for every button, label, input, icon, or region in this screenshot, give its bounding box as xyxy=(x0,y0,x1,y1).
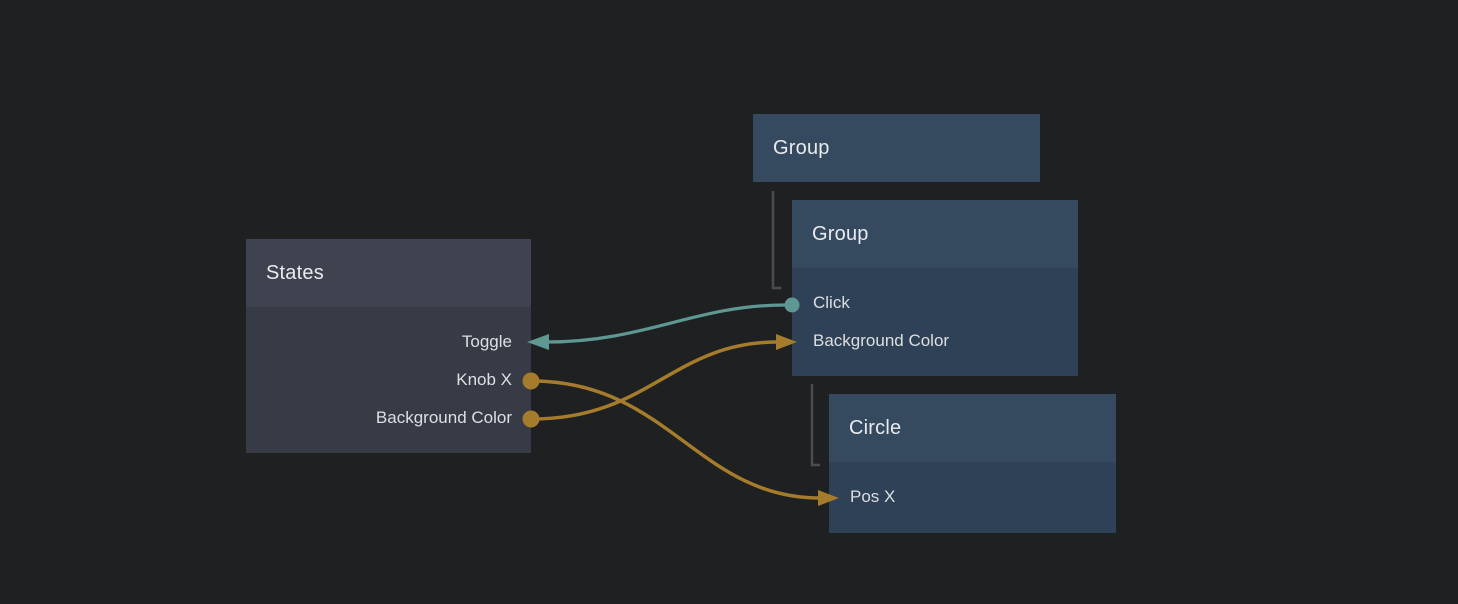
node-states[interactable]: States Toggle Knob X Background Color xyxy=(246,239,531,453)
port-states-knob-x[interactable]: Knob X xyxy=(456,370,512,389)
port-states-toggle[interactable]: Toggle xyxy=(461,332,512,351)
node-group-inner-header[interactable]: Group xyxy=(792,200,1078,268)
wire-click-to-toggle[interactable] xyxy=(546,303,786,344)
port-circle-pos-x[interactable]: Pos X xyxy=(850,487,896,506)
node-group-outer[interactable]: Group xyxy=(753,114,1040,182)
node-circle-body: Pos X xyxy=(829,462,1116,533)
wire-bgcolor-to-bgcolor[interactable] xyxy=(531,340,779,421)
node-states-header[interactable]: States xyxy=(246,239,531,307)
node-states-title: States xyxy=(266,261,324,284)
node-circle[interactable]: Circle Pos X xyxy=(829,394,1116,533)
port-states-background-color[interactable]: Background Color xyxy=(375,408,512,427)
wire-knobx-to-posx[interactable] xyxy=(531,379,821,500)
hierarchy-line-group-inner-to-circle xyxy=(810,384,820,467)
node-states-body: Toggle Knob X Background Color xyxy=(246,307,531,453)
port-group-background-color[interactable]: Background Color xyxy=(813,331,950,350)
node-circle-title: Circle xyxy=(849,416,902,439)
node-group-inner[interactable]: Group Click Background Color xyxy=(792,200,1078,376)
port-group-click[interactable]: Click xyxy=(813,293,850,312)
node-group-inner-body: Click Background Color xyxy=(792,268,1078,376)
node-group-inner-title: Group xyxy=(812,222,869,245)
hierarchy-line-group-outer-to-inner xyxy=(771,191,781,290)
node-group-outer-title: Group xyxy=(773,136,830,159)
node-group-outer-header[interactable]: Group xyxy=(753,114,1040,182)
node-circle-header[interactable]: Circle xyxy=(829,394,1116,462)
